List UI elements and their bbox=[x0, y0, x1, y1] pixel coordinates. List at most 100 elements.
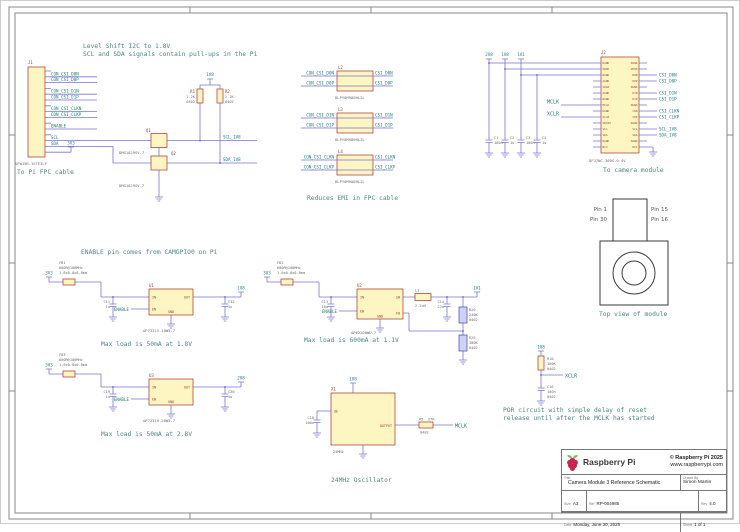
level-shift-wires bbox=[158, 78, 257, 192]
size-value: A3 bbox=[572, 501, 579, 506]
power-label: 1V8 bbox=[501, 52, 509, 57]
refdes-fb2: FB2 bbox=[277, 261, 284, 265]
ferrite-bead-fb1 bbox=[62, 278, 76, 286]
part-number: SFW15R-1STE1LF bbox=[15, 161, 48, 166]
net-label: SDA_1V8 bbox=[659, 133, 677, 138]
annotation-top-view: Top view of module bbox=[599, 311, 667, 318]
size-c16: 0402 bbox=[547, 395, 556, 399]
refdes-c12: C12 bbox=[228, 300, 235, 304]
refdes-c1: C1 bbox=[494, 136, 498, 140]
annotation-max-load-1v8: Max load is 50mA at 1.8V bbox=[101, 341, 192, 348]
pin-name: SDA bbox=[603, 133, 608, 137]
net-label: CON_CSI_D0N bbox=[51, 71, 79, 76]
pin-name: EN bbox=[152, 308, 156, 312]
rev-label: Rev bbox=[701, 502, 708, 506]
ground-symbol bbox=[442, 311, 452, 322]
refdes-x1: X1 bbox=[331, 387, 336, 392]
net-label-enable: ENABLE bbox=[322, 309, 338, 314]
refdes-r1: R1 bbox=[190, 89, 195, 94]
ground-symbol bbox=[532, 147, 542, 158]
net-label: CSI_CLKN bbox=[375, 155, 396, 160]
ground-symbol bbox=[154, 191, 164, 202]
pin-name: EN bbox=[152, 398, 156, 402]
power-label: 2V8 bbox=[237, 376, 245, 381]
refdes-fb1: FB1 bbox=[59, 261, 66, 265]
part-number: DMG1029SV-7 bbox=[119, 150, 144, 155]
annotation-pullups: SCL and SDA signals contain pull-ups in … bbox=[83, 51, 258, 58]
net-label: CSI_D1P bbox=[375, 123, 393, 128]
net-label: CON_CSI_CLKP bbox=[304, 165, 335, 170]
annotation-enable-pin: ENABLE pin comes from CAMGPIO0 on Pi bbox=[81, 249, 218, 256]
junction-dot bbox=[504, 68, 506, 70]
power-label: 3V3 bbox=[45, 271, 53, 276]
schematic-title: Camera Module 3 Reference Schematic bbox=[568, 480, 661, 486]
pin-name: AGND bbox=[631, 139, 638, 143]
regulator-u3 bbox=[148, 378, 194, 406]
value-r5: 27R bbox=[428, 418, 435, 422]
annotation-reduces-emi: Reduces EMI in FPC cable bbox=[307, 195, 398, 202]
refdes-q1: Q1 bbox=[146, 128, 151, 133]
value-c13: 10u bbox=[322, 305, 329, 309]
fpc-connector-body bbox=[27, 66, 46, 158]
emi-chokes: L2 CON_CSI_D0N CON_CSI_D0P CSI_D0N CSI_D… bbox=[301, 65, 398, 202]
pin-name: FB bbox=[396, 312, 400, 316]
pin-name: DGND bbox=[603, 139, 610, 143]
pin-name: OE bbox=[334, 410, 338, 414]
part-number: DF37NC-30DS-0.4V bbox=[589, 158, 626, 163]
part-number: DLPY0M900HL2L bbox=[335, 95, 365, 100]
net-label: SDA_1V8 bbox=[223, 157, 241, 162]
net-label: CON_CSI_D0N bbox=[306, 71, 334, 76]
pin-name: DGND bbox=[631, 121, 638, 125]
net-label: CON_CSI_CLKP bbox=[51, 112, 82, 117]
size-fb3: 1.6x0.8x0.8mm bbox=[59, 363, 87, 367]
value-l1: 2.2uH bbox=[415, 304, 426, 308]
refdes-c18: C18 bbox=[308, 416, 315, 420]
annotation-level-shift: Level Shift I2C to 1.8V bbox=[83, 43, 170, 50]
pin-name: DGND bbox=[631, 61, 638, 65]
ref-label: Ref bbox=[589, 502, 595, 506]
ground-symbol bbox=[484, 147, 494, 158]
pin-name: DGND bbox=[603, 61, 610, 65]
transistor-q2 bbox=[150, 155, 168, 171]
resistor-r10 bbox=[537, 355, 545, 371]
junction-dot bbox=[520, 74, 522, 76]
refdes-c20: C20 bbox=[228, 390, 235, 394]
resistor-r5 bbox=[418, 421, 434, 429]
ground-symbol bbox=[312, 427, 322, 438]
value-r26: 300K bbox=[469, 341, 478, 345]
ref-value: RP-004985 bbox=[596, 501, 620, 506]
value-c11: 1u bbox=[106, 305, 110, 309]
part-number: DMG1029SV-7 bbox=[119, 183, 144, 188]
size-fb2: 1.6x0.8x0.8mm bbox=[277, 271, 305, 275]
refdes-l2: L2 bbox=[338, 65, 343, 70]
pin-name: OUTPUT bbox=[380, 424, 392, 428]
power-label: 1V1 bbox=[473, 286, 481, 291]
ferrite-bead-fb3 bbox=[62, 370, 76, 378]
pin-name: DGND bbox=[631, 85, 638, 89]
oscillator-wires bbox=[316, 382, 453, 449]
ground-symbol bbox=[516, 147, 526, 158]
junction-dot bbox=[224, 296, 226, 298]
pin-name: NC2 bbox=[603, 145, 608, 149]
por-wires bbox=[538, 350, 563, 383]
ground-symbol bbox=[458, 354, 468, 365]
pin-name: D0P bbox=[632, 79, 637, 83]
net-label: CSI_D0N bbox=[659, 73, 677, 78]
net-label: CSI_CLKN bbox=[659, 109, 680, 114]
part-number: AP7331V-28W5-7 bbox=[143, 418, 175, 423]
module-body-outline bbox=[599, 240, 669, 306]
ground-symbol bbox=[166, 318, 176, 329]
size-r26: 0402 bbox=[469, 346, 478, 350]
pin-name: GND bbox=[168, 400, 174, 404]
lens-outer-circle bbox=[612, 251, 656, 295]
size-r2: 0402 bbox=[225, 100, 234, 104]
value-fb2: 600R@100MHz bbox=[277, 266, 301, 270]
pin-name: D0N bbox=[632, 73, 637, 77]
ground-symbol bbox=[108, 401, 118, 412]
size-r1: 0402 bbox=[186, 100, 195, 104]
pin-name: OUT bbox=[184, 386, 190, 390]
camera-connector: 2V8 1V8 1V1 C1 100n C2 1u C3 100n C4 1u … bbox=[484, 50, 680, 174]
pin-name: DGND bbox=[603, 97, 610, 101]
net-label: CON_CSI_CLKN bbox=[51, 106, 82, 111]
